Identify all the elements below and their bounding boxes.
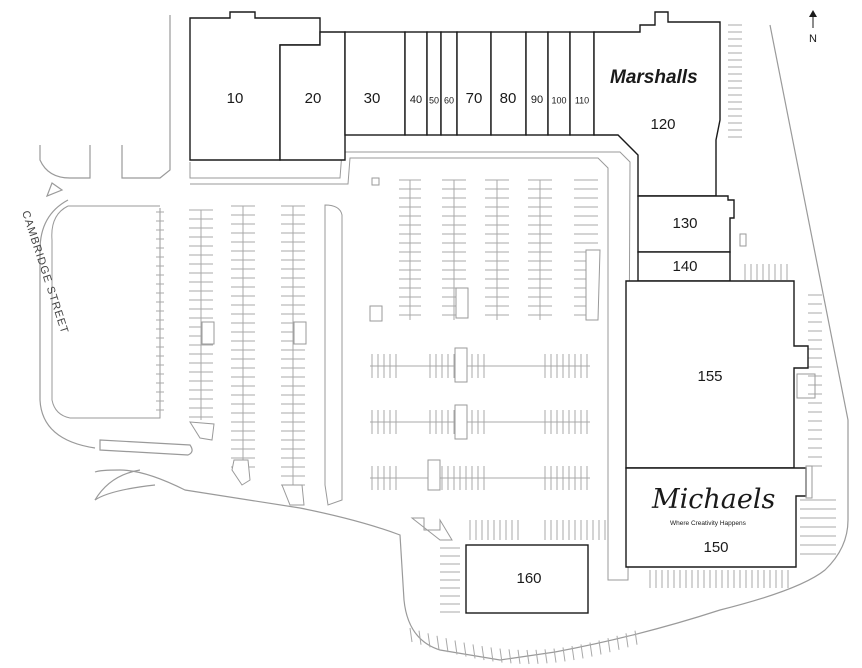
suite-160[interactable] <box>465 544 589 614</box>
suite-40[interactable] <box>404 31 428 136</box>
buildings[interactable] <box>189 11 816 614</box>
suite-label-70: 70 <box>466 90 483 107</box>
suite-label-130: 130 <box>672 215 697 232</box>
parking-stall <box>481 646 485 661</box>
parking-stall <box>418 630 422 645</box>
parking-stall <box>490 647 494 662</box>
north-arrow-icon <box>809 10 817 17</box>
suite-label-20: 20 <box>305 90 322 107</box>
suite-100[interactable] <box>547 31 571 136</box>
suite-70[interactable] <box>456 31 492 136</box>
suite-60[interactable] <box>440 31 458 136</box>
suite-label-60: 60 <box>444 95 454 105</box>
parking-stall <box>526 649 530 665</box>
parking-stall <box>409 627 413 643</box>
parking-stall <box>508 649 512 664</box>
suite-label-150: 150 <box>703 539 728 556</box>
roads <box>39 15 849 661</box>
parking-stall <box>454 640 458 655</box>
suite-label-100: 100 <box>551 95 566 105</box>
suite-labels: 10 20 30 40 50 60 70 80 90 100 110 120 1… <box>227 90 729 587</box>
suite-30[interactable] <box>344 31 406 136</box>
parking-stall <box>589 642 593 657</box>
suite-label-160: 160 <box>516 570 541 587</box>
suite-label-90: 90 <box>531 94 543 106</box>
parking-stall <box>562 647 566 662</box>
parking-stall <box>535 649 539 664</box>
parking-stall <box>517 649 521 664</box>
parking-stall <box>427 633 431 648</box>
suite-50[interactable] <box>426 31 442 136</box>
suite-label-30: 30 <box>364 90 381 107</box>
parking-stall <box>472 644 476 659</box>
north-label: N <box>809 33 817 45</box>
suite-90[interactable] <box>525 31 549 136</box>
suite-label-110: 110 <box>575 95 589 105</box>
parking-stall <box>499 648 503 663</box>
parking-stall <box>544 649 548 664</box>
parking-stall <box>607 638 611 653</box>
north-arrow: N <box>809 10 817 45</box>
suite-label-140: 140 <box>672 258 697 275</box>
parking-stall <box>463 642 467 657</box>
suite-140[interactable] <box>637 251 731 282</box>
parking-stall <box>571 646 575 661</box>
parking-stall <box>580 644 584 659</box>
suite-label-80: 80 <box>500 90 517 107</box>
parking-stall <box>436 635 440 650</box>
parking-stall <box>598 640 602 655</box>
suite-label-10: 10 <box>227 90 244 107</box>
suite-80[interactable] <box>490 31 527 136</box>
parking-stall <box>616 635 620 650</box>
marshalls-logo: Marshalls <box>610 67 698 88</box>
parking-stall <box>625 633 629 648</box>
michaels-logo: Michaels <box>651 484 775 515</box>
parking-stall <box>553 648 557 663</box>
suite-110[interactable] <box>569 31 595 136</box>
parking-lot <box>51 151 631 581</box>
suite-10[interactable] <box>189 11 321 161</box>
suite-label-50: 50 <box>429 95 439 105</box>
suite-120[interactable] <box>593 11 721 197</box>
parking-islands <box>189 177 601 541</box>
michaels-tagline: Where Creativity Happens <box>670 520 747 527</box>
suite-label-120: 120 <box>650 116 675 133</box>
suite-label-155: 155 <box>697 368 722 385</box>
parking-stall <box>445 638 449 653</box>
parking-stall <box>634 630 638 645</box>
tenant-logos: Marshalls Michaels Where Creativity Happ… <box>610 67 775 527</box>
street-label: CAMBRIDGE STREET <box>19 209 70 335</box>
suite-label-40: 40 <box>410 94 422 106</box>
